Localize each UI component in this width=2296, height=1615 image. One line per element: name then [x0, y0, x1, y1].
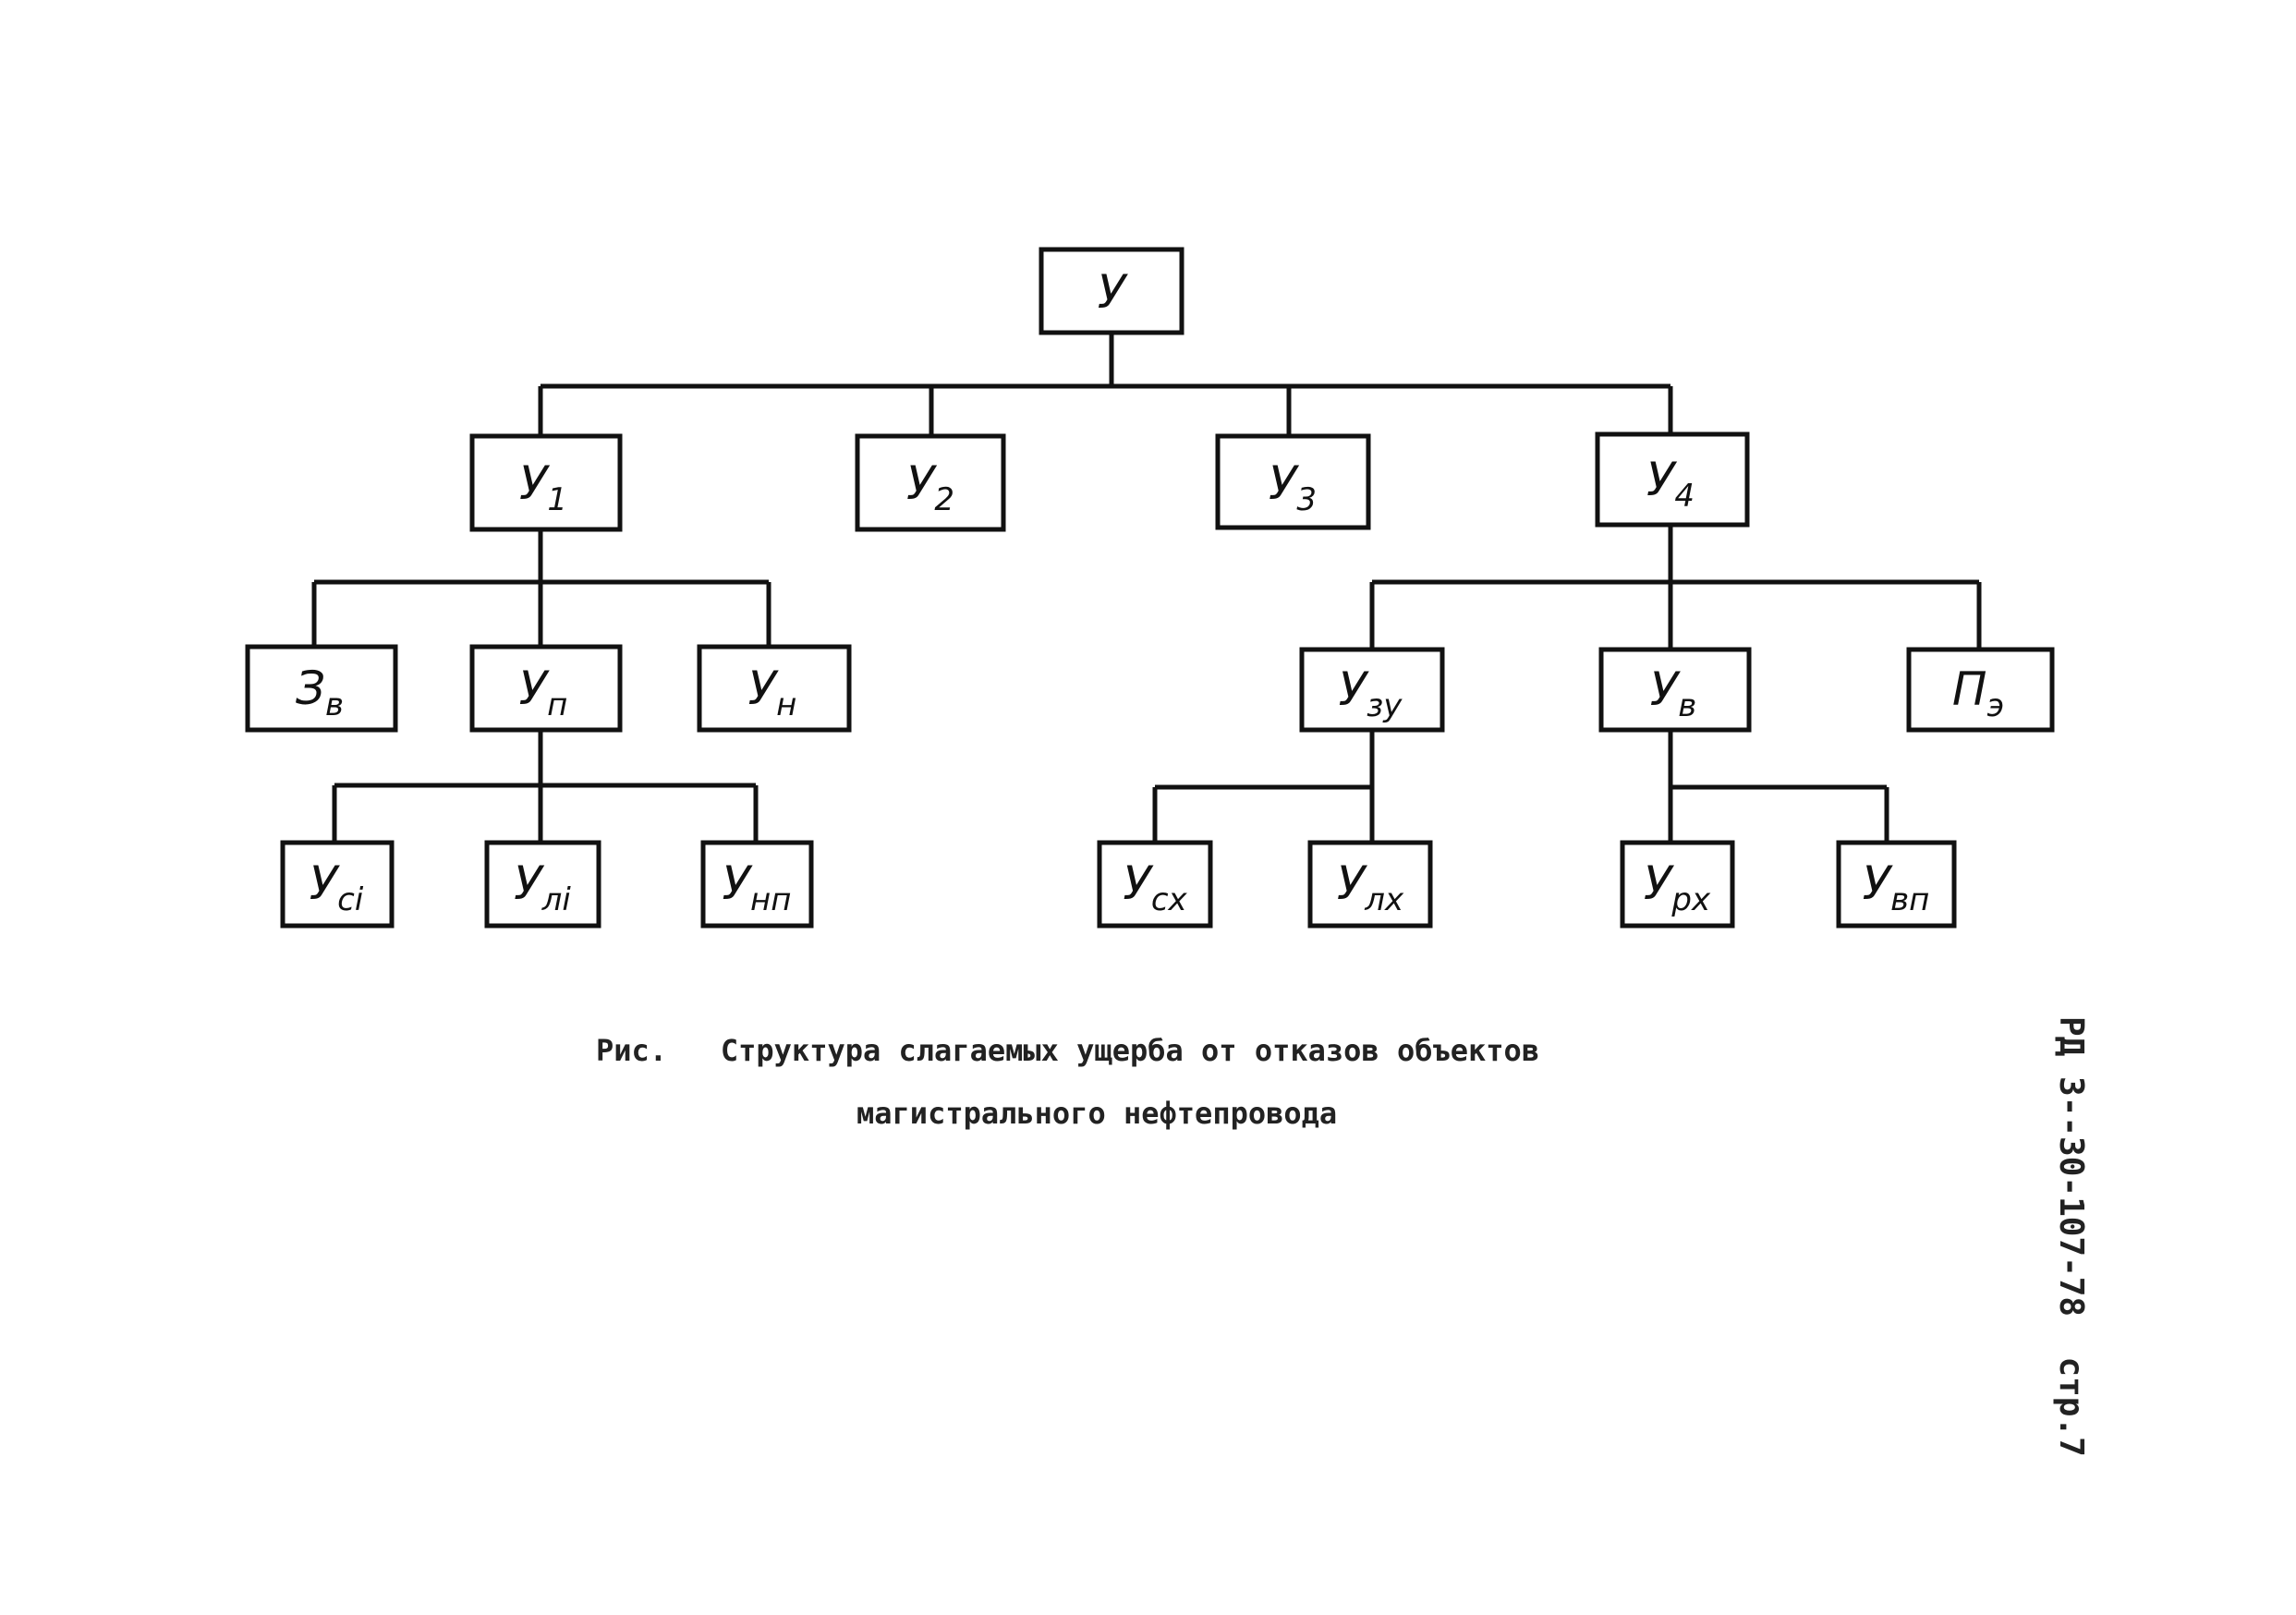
svg-text:Пэ: Пэ	[1952, 662, 2004, 724]
node-un-main: У	[748, 662, 780, 715]
node-uzu-main: У	[1339, 662, 1370, 716]
node-upx: Урх	[1620, 840, 1735, 929]
svg-text:Усi: Усi	[310, 856, 364, 918]
node-uci-sub: сi	[337, 881, 364, 918]
node-up: Уп	[469, 644, 623, 733]
node-u3: У3	[1215, 433, 1371, 530]
figure-caption-label: Рис.	[596, 1033, 668, 1068]
figure-caption-line2: магистрального нефтепровода	[856, 1096, 1338, 1131]
node-u4-sub: 4	[1674, 478, 1695, 515]
node-u4-main: У	[1646, 453, 1678, 506]
svg-text:Усх: Усх	[1123, 856, 1187, 918]
node-upx-main: У	[1644, 856, 1675, 910]
node-uli-main: У	[514, 856, 545, 910]
svg-text:Улi: Улi	[514, 856, 571, 918]
node-uv-sub: в	[1678, 687, 1696, 724]
node-zv-sub: в	[325, 686, 344, 723]
svg-text:Улх: Улх	[1337, 856, 1404, 918]
svg-text:Уп: Уп	[519, 662, 568, 723]
node-u2-sub: 2	[934, 481, 954, 518]
node-zv: Зв	[245, 644, 398, 733]
node-ucx-sub: сх	[1151, 881, 1188, 918]
node-up-main: У	[519, 662, 551, 715]
node-u3-main: У	[1269, 456, 1300, 510]
node-ulx: Улх	[1307, 840, 1433, 929]
svg-text:У4: У4	[1646, 453, 1695, 515]
node-un-sub: н	[776, 686, 796, 723]
node-ulx-sub: лх	[1364, 881, 1404, 918]
node-pe: Пэ	[1906, 647, 2055, 733]
svg-text:Урх: Урх	[1644, 856, 1711, 918]
node-pe-main: П	[1952, 662, 1987, 716]
svg-text:Узу: Узу	[1339, 662, 1403, 724]
svg-text:Увп: Увп	[1863, 856, 1930, 918]
node-uzu: Узу	[1299, 647, 1445, 733]
node-uv-main: У	[1650, 662, 1682, 716]
node-ucx: Усх	[1097, 840, 1213, 929]
node-uvp-main: У	[1863, 856, 1894, 910]
svg-text:У: У	[1098, 265, 1129, 319]
node-uvp: Увп	[1836, 840, 1957, 929]
node-uli: Улi	[484, 840, 601, 929]
svg-text:Унп: Унп	[723, 856, 792, 918]
node-up-sub: п	[547, 686, 567, 723]
node-u1: У1	[469, 433, 623, 532]
node-uci: Усi	[280, 840, 395, 929]
figure-caption-title: Структура слагаемых ущерба от отказов об…	[720, 1033, 1540, 1068]
node-uvp-sub: вп	[1890, 881, 1929, 918]
svg-text:Ув: Ув	[1650, 662, 1697, 724]
node-un: Ун	[697, 644, 852, 733]
node-unp-sub: нп	[750, 881, 791, 918]
node-u: У	[1039, 247, 1184, 335]
node-zv-main: З	[296, 662, 325, 715]
svg-text:У2: У2	[906, 456, 954, 518]
svg-text:Зв: Зв	[296, 662, 344, 723]
connectors	[311, 333, 1982, 843]
node-uv: Ув	[1598, 647, 1752, 733]
node-u2: У2	[855, 433, 1006, 532]
node-ucx-main: У	[1123, 856, 1154, 910]
svg-text:Ун: Ун	[748, 662, 797, 723]
svg-text:У1: У1	[519, 456, 567, 518]
node-ulx-main: У	[1337, 856, 1368, 910]
node-u-main: У	[1098, 265, 1129, 319]
node-u1-main: У	[519, 456, 551, 510]
node-uli-sub: лi	[541, 881, 572, 918]
node-unp: Унп	[700, 840, 814, 929]
figure-caption-line1: Рис. Структура слагаемых ущерба от отказ…	[596, 1033, 1539, 1068]
node-u1-sub: 1	[547, 481, 567, 518]
node-pe-sub: э	[1986, 687, 2004, 724]
side-reference: РД 3‐-30-107-78 стр.7	[2052, 1016, 2090, 1457]
node-upx-sub: рх	[1670, 881, 1711, 918]
node-unp-main: У	[723, 856, 754, 910]
node-uci-main: У	[310, 856, 341, 910]
node-uzu-sub: зу	[1367, 687, 1403, 724]
svg-text:У3: У3	[1269, 456, 1317, 518]
node-u4: У4	[1595, 431, 1750, 528]
node-u3-sub: 3	[1296, 481, 1317, 518]
node-u2-main: У	[906, 456, 938, 510]
